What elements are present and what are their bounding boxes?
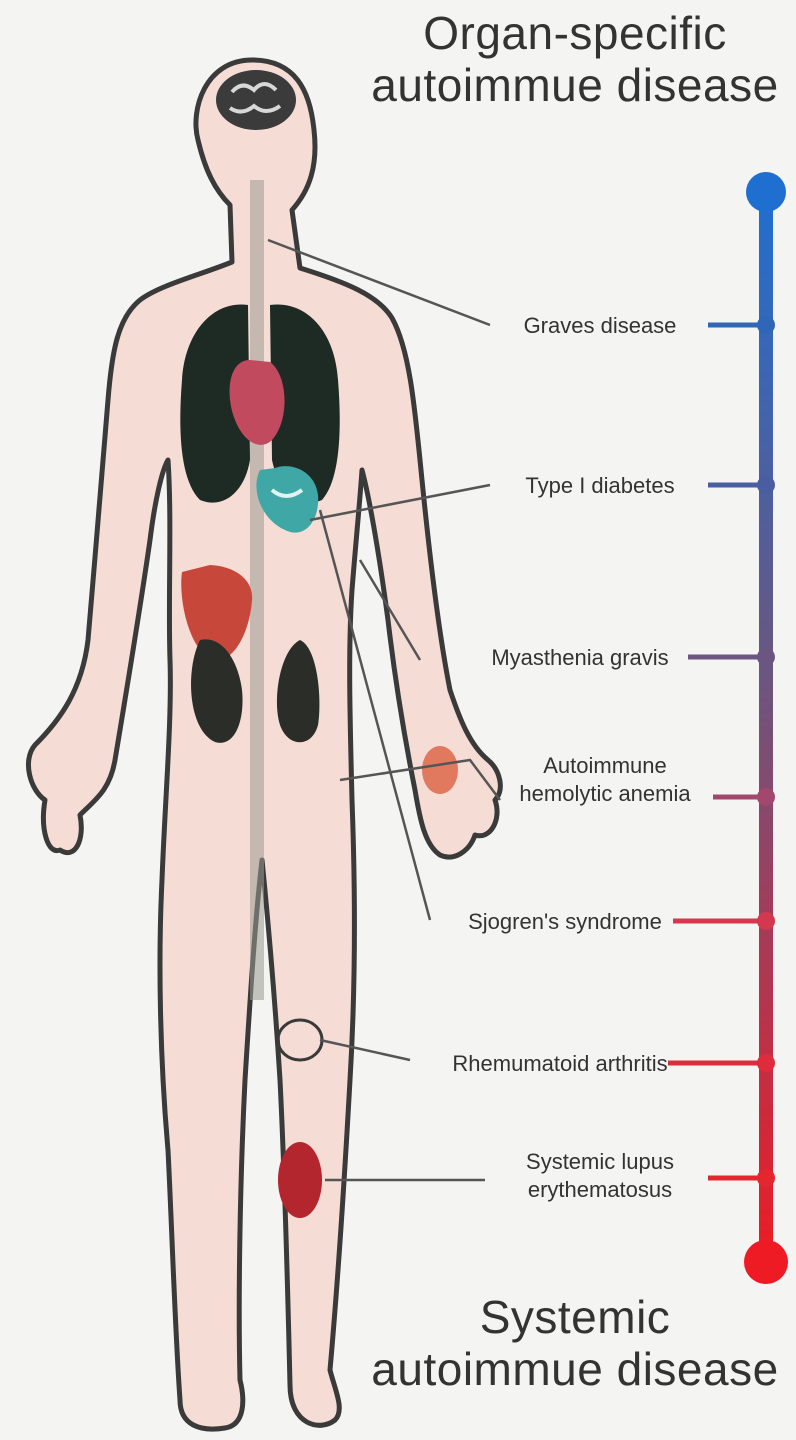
body-outline xyxy=(28,60,500,1429)
disease-label-6-line-1: erythematosus xyxy=(470,1176,730,1204)
disease-label-5-line-0: Rhemumatoid arthritis xyxy=(430,1050,690,1078)
organ-specific-title-line-2: autoimmue disease xyxy=(360,60,790,112)
scale-tick-dot-0 xyxy=(757,316,775,334)
organ-specific-title-line-1: Organ-specific xyxy=(360,8,790,60)
brain-icon xyxy=(216,70,296,130)
scale-tick-dot-1 xyxy=(757,476,775,494)
disease-label-3-line-0: Autoimmune xyxy=(475,752,735,780)
organ-specific-title: Organ-specific autoimmue disease xyxy=(360,8,790,111)
systemic-title-line-1: Systemic xyxy=(360,1292,790,1344)
human-body xyxy=(28,60,500,1429)
disease-label-5: Rhemumatoid arthritis xyxy=(430,1050,690,1078)
disease-label-1-line-0: Type I diabetes xyxy=(470,472,730,500)
disease-label-2-line-0: Myasthenia gravis xyxy=(450,644,710,672)
scale-top-cap xyxy=(746,172,786,212)
disease-label-0: Graves disease xyxy=(470,312,730,340)
disease-label-2: Myasthenia gravis xyxy=(450,644,710,672)
disease-label-0-line-0: Graves disease xyxy=(470,312,730,340)
disease-label-3-line-1: hemolytic anemia xyxy=(475,780,735,808)
disease-label-6-line-0: Systemic lupus xyxy=(470,1148,730,1176)
disease-label-6: Systemic lupuserythematosus xyxy=(470,1148,730,1203)
scale-bar xyxy=(759,186,773,1266)
scale-bottom-cap xyxy=(744,1240,788,1284)
disease-label-4: Sjogren's syndrome xyxy=(435,908,695,936)
scale-tick-dot-4 xyxy=(757,912,775,930)
scale-tick-dot-5 xyxy=(757,1054,775,1072)
disease-label-1: Type I diabetes xyxy=(470,472,730,500)
scale-tick-dot-6 xyxy=(757,1169,775,1187)
disease-label-3: Autoimmunehemolytic anemia xyxy=(475,752,735,807)
spine xyxy=(250,180,264,1000)
systemic-title: Systemic autoimmue disease xyxy=(360,1292,790,1395)
scale-tick-dot-3 xyxy=(757,788,775,806)
leg-rash-icon xyxy=(278,1142,322,1218)
scale-tick-dot-2 xyxy=(757,648,775,666)
disease-label-4-line-0: Sjogren's syndrome xyxy=(435,908,695,936)
hand-lesion-icon xyxy=(422,746,458,794)
systemic-title-line-2: autoimmue disease xyxy=(360,1344,790,1396)
